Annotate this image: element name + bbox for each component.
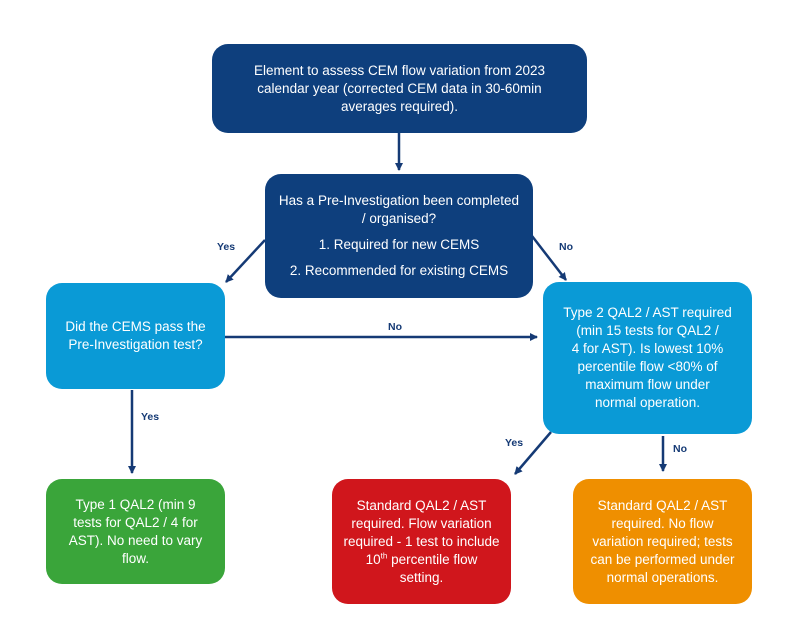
flow-line-4-num: 10 [365, 551, 381, 567]
pass-test-node: Did the CEMS pass the Pre-Investigation … [46, 283, 225, 389]
pre-question-line-2: / organised? [361, 211, 437, 226]
pre-item-2: 2. Recommended for existing CEMS [289, 263, 509, 278]
flow-line-2: required. Flow variation [351, 515, 492, 531]
label-pre-yes: Yes [217, 241, 236, 253]
type1-line-1: Type 1 QAL2 (min 9 [75, 496, 196, 512]
flow-line-4-sup: th [380, 551, 388, 560]
flow-line-4-rest: percentile flow [387, 551, 478, 567]
type1-line-3: AST). No need to vary [68, 532, 203, 548]
type1-node: Type 1 QAL2 (min 9 tests for QAL2 / 4 fo… [46, 479, 225, 584]
pass-line-1: Did the CEMS pass the [65, 319, 206, 334]
label-type2-yes: Yes [505, 437, 524, 449]
start-line-2: calendar year (corrected CEM data in 30-… [257, 80, 542, 96]
start-node: Element to assess CEM flow variation fro… [212, 44, 587, 133]
type1-line-4: flow. [121, 550, 149, 566]
flow-line-3: required - 1 test to include [343, 533, 500, 549]
type2-node: Type 2 QAL2 / AST required (min 15 tests… [543, 282, 752, 434]
start-line-1: Element to assess CEM flow variation fro… [253, 62, 546, 78]
novar-line-1: Standard QAL2 / AST [597, 497, 728, 513]
flow-variation-node: Standard QAL2 / AST required. Flow varia… [332, 479, 511, 604]
label-pass-yes: Yes [141, 411, 160, 423]
arrow-pre-no [531, 235, 567, 281]
flow-line-5: setting. [399, 569, 444, 585]
novar-line-5: normal operations. [606, 569, 719, 585]
label-type2-no: No [673, 443, 687, 455]
label-pass-no: No [388, 321, 402, 333]
flow-line-4: 10th percentile flow [366, 551, 478, 569]
label-pre-no: No [559, 241, 573, 253]
type2-line-2: (min 15 tests for QAL2 / [576, 323, 719, 338]
pre-investigation-node: Has a Pre-Investigation been completed /… [265, 174, 533, 298]
no-variation-node: Standard QAL2 / AST required. No flow va… [573, 479, 752, 604]
type2-line-5: maximum flow under [585, 377, 710, 392]
pre-item-1: 1. Required for new CEMS [318, 237, 480, 252]
type2-line-1: Type 2 QAL2 / AST required [563, 305, 732, 320]
type2-line-4: percentile flow <80% of [577, 359, 718, 374]
arrow-pre-yes [225, 239, 266, 283]
novar-line-3: variation required; tests [592, 533, 733, 549]
novar-line-2: required. No flow [611, 515, 714, 531]
flow-line-1: Standard QAL2 / AST [356, 497, 487, 513]
novar-line-4: can be performed under [590, 551, 735, 567]
pre-question-line-1: Has a Pre-Investigation been completed [278, 193, 520, 208]
type2-line-6: normal operation. [594, 395, 701, 410]
arrow-type2-yes [514, 431, 552, 475]
pass-line-2: Pre-Investigation test? [68, 337, 203, 352]
start-line-3: averages required). [340, 98, 459, 114]
type1-line-2: tests for QAL2 / 4 for [73, 514, 198, 530]
type2-line-3: 4 for AST). Is lowest 10% [571, 341, 724, 356]
